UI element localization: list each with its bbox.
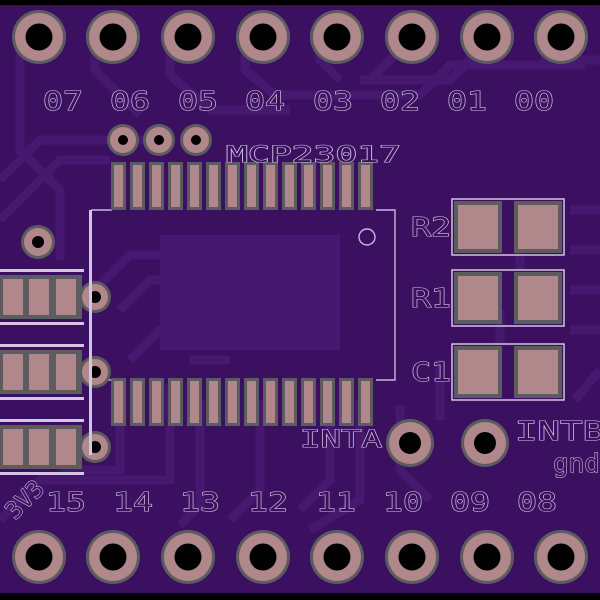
small-via xyxy=(21,225,55,259)
top-header-label: 01 xyxy=(447,87,487,117)
interrupt-pads xyxy=(386,419,509,467)
ic-label: MCP23017 xyxy=(226,143,401,168)
ic-pin-pad xyxy=(244,162,259,210)
passive-label: R1 xyxy=(411,284,451,314)
ic-pin-pad xyxy=(282,162,297,210)
small-via xyxy=(180,124,212,156)
ic-pin-pad xyxy=(149,378,164,426)
passive-label: C1 xyxy=(411,358,451,388)
passive-label: R2 xyxy=(411,213,451,243)
ic-pin-pad xyxy=(282,378,297,426)
jumper-rail xyxy=(89,210,92,455)
ic-pin-pad xyxy=(187,378,202,426)
ic-pads-top xyxy=(111,162,373,210)
bottom-header xyxy=(12,530,588,584)
intb-pad xyxy=(461,419,509,467)
ic-pin-pad xyxy=(263,378,278,426)
ic-pin-pad xyxy=(358,162,373,210)
ic-pin-pad xyxy=(320,162,335,210)
passive-r1: R1 xyxy=(410,269,565,327)
address-jumper xyxy=(0,344,111,400)
bottom-header-label: 15 xyxy=(46,488,86,518)
bottom-header-label: 11 xyxy=(316,488,356,518)
top-header-pin xyxy=(161,10,215,64)
top-header xyxy=(12,10,588,64)
top-header-pin xyxy=(460,10,514,64)
intb-label: INTB xyxy=(515,417,600,447)
pin1-marker-icon xyxy=(358,228,376,246)
copper-pour xyxy=(160,235,340,350)
bottom-header-pin xyxy=(12,530,66,584)
bottom-header-label: 09 xyxy=(450,488,490,518)
ic-pin-pad xyxy=(187,162,202,210)
ic-pin-pad xyxy=(225,162,240,210)
gnd-label: gnd xyxy=(553,449,600,479)
ic-pin-pad xyxy=(130,162,145,210)
bottom-header-label: 10 xyxy=(383,488,423,518)
inta-label: INTA xyxy=(300,425,383,453)
ic-pin-pad xyxy=(263,162,278,210)
small-via xyxy=(143,124,175,156)
address-jumpers xyxy=(0,210,111,475)
ic-pin-pad xyxy=(130,378,145,426)
bottom-header-pin xyxy=(161,530,215,584)
ic-pin-pad xyxy=(206,162,221,210)
top-header-pin xyxy=(236,10,290,64)
top-header-label: 05 xyxy=(178,87,218,117)
bottom-header-label: 14 xyxy=(113,488,153,518)
top-header-label: 00 xyxy=(514,87,554,117)
passive-c1: C1 xyxy=(410,343,565,401)
bottom-header-pin xyxy=(385,530,439,584)
ic-pin-pad xyxy=(320,378,335,426)
top-header-pin xyxy=(385,10,439,64)
bottom-header-pin xyxy=(310,530,364,584)
ic-pin-pad xyxy=(301,378,316,426)
ic-pin-pad xyxy=(168,378,183,426)
small-via xyxy=(107,124,139,156)
top-header-label: 06 xyxy=(110,87,150,117)
bottom-header-pin xyxy=(460,530,514,584)
ic-pin-pad xyxy=(225,378,240,426)
top-header-label: 02 xyxy=(380,87,420,117)
top-header-label: 03 xyxy=(313,87,353,117)
bottom-header-labels: 15 14 13 12 11 10 09 08 xyxy=(45,487,557,518)
ic-pin-pad xyxy=(168,162,183,210)
inta-pad xyxy=(386,419,434,467)
ic-pin-pad xyxy=(206,378,221,426)
top-header-label: 04 xyxy=(245,87,285,117)
bottom-header-pin xyxy=(534,530,588,584)
top-header-labels: 07 06 05 04 03 02 01 00 xyxy=(42,86,554,117)
ic-pin-pad xyxy=(339,162,354,210)
bottom-header-label: 08 xyxy=(517,488,557,518)
ic-pin-pad xyxy=(339,378,354,426)
top-header-pin xyxy=(86,10,140,64)
top-header-pin xyxy=(534,10,588,64)
top-header-label: 07 xyxy=(43,87,83,117)
bottom-header-label: 13 xyxy=(180,488,220,518)
address-jumper xyxy=(0,419,111,475)
ic-pads-bottom xyxy=(111,378,373,426)
passive-r2: R2 xyxy=(410,198,565,256)
ic-pin-pad xyxy=(358,378,373,426)
bottom-header-pin xyxy=(236,530,290,584)
top-header-pin xyxy=(12,10,66,64)
ic-pin-pad xyxy=(111,378,126,426)
ic-pin-pad xyxy=(244,378,259,426)
bottom-header-label: 12 xyxy=(248,488,288,518)
ic-pin-pad xyxy=(301,162,316,210)
bottom-header-pin xyxy=(86,530,140,584)
top-header-pin xyxy=(310,10,364,64)
address-vias xyxy=(21,124,212,259)
ic-pin-pad xyxy=(111,162,126,210)
ic-pin-pad xyxy=(149,162,164,210)
